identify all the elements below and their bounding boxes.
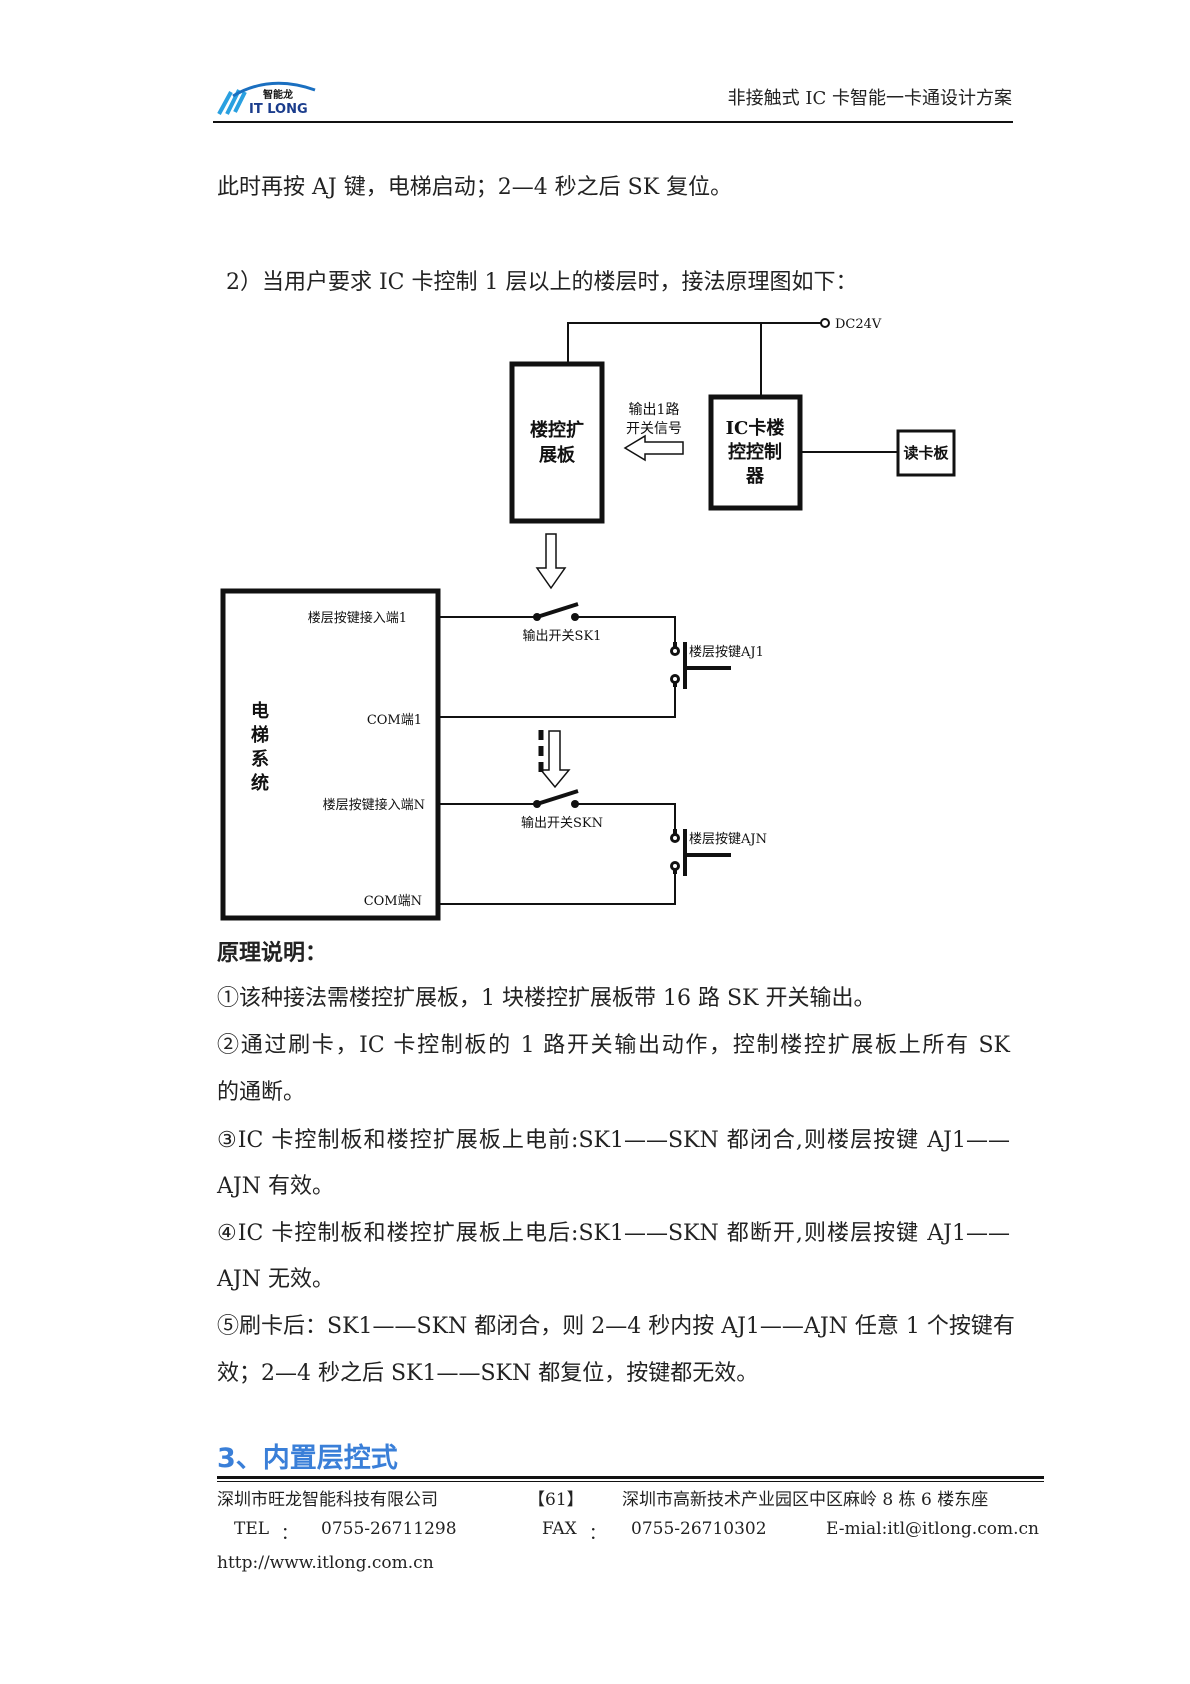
elevator-label-1: 电	[251, 700, 269, 722]
document-title: 非接触式 IC 卡智能一卡通设计方案	[727, 88, 1012, 109]
com-n-label: COM端N	[364, 894, 422, 909]
company-logo: 智能龙 IT LONG	[215, 78, 320, 118]
port-n-label: 楼层按键接入端N	[323, 797, 425, 813]
key-aj1-label: 楼层按键AJ1	[689, 645, 764, 660]
section-heading: 3、内置层控式	[217, 1443, 398, 1474]
footer-divider-thin	[217, 1481, 1044, 1482]
controller-label-2: 控控制	[728, 441, 782, 463]
elevator-label-2: 梯	[251, 724, 269, 746]
explanation-line: ③IC 卡控制板和楼控扩展板上电前:SK1——SKN 都闭合,则楼层按键 AJ1…	[217, 1128, 1010, 1153]
explanation-line: AJN 无效。	[217, 1267, 334, 1292]
reader-label: 读卡板	[903, 444, 949, 462]
switch-sk1-lever	[536, 602, 579, 619]
footer-fax: 0755-26710302	[631, 1519, 767, 1539]
button-aj1-icon	[683, 642, 731, 689]
key-ajn-label: 楼层按键AJN	[689, 832, 767, 847]
com-1-label: COM端1	[367, 713, 422, 728]
switch-skn-label: 输出开关SKN	[521, 815, 603, 831]
elevator-system-box	[220, 588, 441, 921]
footer-email[interactable]: E-mial:itl@itlong.com.cn	[826, 1519, 1039, 1539]
controller-label-3: 器	[745, 466, 765, 487]
down-arrow-icon-n	[539, 730, 571, 789]
footer-address: 深圳市高新技术产业园区中区麻岭 8 栋 6 楼东座	[622, 1490, 989, 1510]
explanation-line: 效；2—4 秒之后 SK1——SKN 都复位，按键都无效。	[217, 1361, 759, 1386]
explanation-line: ①该种接法需楼控扩展板，1 块楼控扩展板带 16 路 SK 开关输出。	[217, 986, 876, 1011]
footer-fax-label: FAX	[542, 1519, 577, 1539]
logo-en-text: IT LONG	[249, 102, 308, 117]
explanation-line: ⑤刷卡后：SK1——SKN 都闭合，则 2—4 秒内按 AJ1——AJN 任意 …	[217, 1314, 1015, 1339]
expansion-board-label-1: 楼控扩	[530, 419, 584, 441]
wiring-diagram: DC24V 楼控扩 展板 输出1路 开关信号 IC卡楼 控控制 器 读卡板 电 …	[220, 317, 956, 921]
power-label: DC24V	[835, 317, 882, 332]
explanation-line: AJN 有效。	[217, 1174, 334, 1199]
button-ajn-icon	[683, 829, 731, 876]
port-1-label: 楼层按键接入端1	[308, 610, 407, 626]
footer-website-link[interactable]: http://www.itlong.com.cn	[217, 1553, 434, 1573]
power-terminal-icon	[820, 318, 830, 328]
footer-fax-colon: ：	[589, 1524, 606, 1544]
signal-label-2: 开关信号	[626, 421, 682, 437]
left-arrow-icon	[623, 434, 684, 462]
explanation-line: 的通断。	[217, 1080, 306, 1105]
signal-label-1: 输出1路	[629, 402, 680, 418]
controller-label-1: IC卡楼	[726, 417, 785, 439]
logo-swoosh-icon: 智能龙 IT LONG	[217, 81, 316, 117]
subheading: 2）当用户要求 IC 卡控制 1 层以上的楼层时，接法原理图如下：	[226, 270, 858, 295]
power-wire	[567, 322, 821, 362]
switch-skn-lever	[536, 789, 579, 806]
explanation-line: ②通过刷卡，IC 卡控制板的 1 路开关输出动作，控制楼控扩展板上所有 SK	[217, 1033, 1010, 1058]
switch-sk1-label: 输出开关SK1	[523, 628, 602, 644]
intro-line: 此时再按 AJ 键，电梯启动；2—4 秒之后 SK 复位。	[217, 175, 733, 200]
footer-tel-colon: ：	[281, 1524, 298, 1544]
elevator-label-4: 统	[251, 772, 269, 794]
footer-tel-label: TEL	[234, 1519, 270, 1539]
expansion-board-box	[509, 361, 605, 524]
expansion-board-label-2: 展板	[539, 444, 576, 466]
explanation-title: 原理说明：	[217, 940, 328, 966]
header-divider	[213, 121, 1013, 123]
footer-page-number: 【61】	[528, 1490, 584, 1510]
reader-box	[896, 429, 956, 477]
logo-cn-text: 智能龙	[263, 88, 293, 101]
footer-divider	[217, 1476, 1044, 1479]
footer-company: 深圳市旺龙智能科技有限公司	[217, 1490, 438, 1510]
controller-box	[708, 394, 803, 511]
explanation-line: ④IC 卡控制板和楼控扩展板上电后:SK1——SKN 都断开,则楼层按键 AJ1…	[217, 1221, 1010, 1246]
footer-tel: 0755-26711298	[321, 1519, 457, 1539]
elevator-label-3: 系	[251, 749, 269, 770]
down-arrow-icon	[535, 533, 567, 590]
